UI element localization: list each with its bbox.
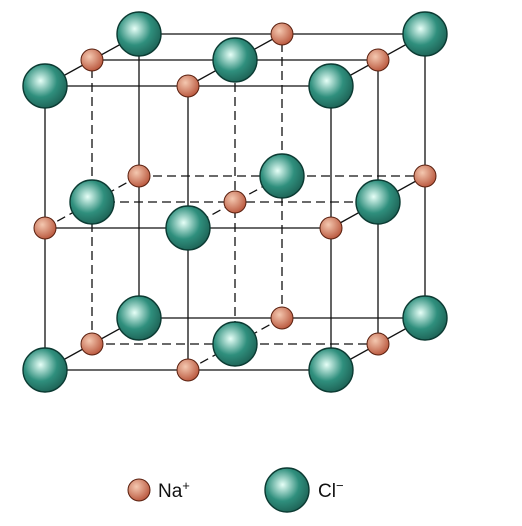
- cl-ion: [69, 179, 115, 225]
- cl-ion: [212, 321, 258, 367]
- legend-cl-ion-icon: [264, 467, 310, 513]
- legend-na-ion-icon: [127, 478, 151, 502]
- cl-ion: [212, 37, 258, 83]
- cl-ion: [402, 295, 448, 341]
- na-ion: [80, 48, 104, 72]
- na-ion: [33, 216, 57, 240]
- cl-ion: [116, 295, 162, 341]
- cl-ion: [116, 11, 162, 57]
- legend-na-label: Na+: [158, 478, 190, 502]
- lattice-ions: [22, 11, 448, 393]
- na-ion: [270, 22, 294, 46]
- na-ion: [366, 48, 390, 72]
- cl-ion: [165, 205, 211, 251]
- cl-ion: [22, 347, 68, 393]
- cl-ion: [355, 179, 401, 225]
- cl-ion: [22, 63, 68, 109]
- cl-ion: [402, 11, 448, 57]
- na-ion: [270, 306, 294, 330]
- na-ion: [80, 332, 104, 356]
- cl-ion: [259, 153, 305, 199]
- na-ion: [319, 216, 343, 240]
- na-ion: [176, 74, 200, 98]
- cl-ion: [308, 63, 354, 109]
- cl-ion: [308, 347, 354, 393]
- legend-cl-label: Cl−: [318, 478, 344, 502]
- lattice-edge-z: [187, 317, 283, 371]
- na-ion: [413, 164, 437, 188]
- lattice-edge-z: [44, 175, 140, 229]
- legend: Na+ Cl−: [127, 467, 344, 513]
- na-ion: [366, 332, 390, 356]
- na-ion: [127, 164, 151, 188]
- na-ion: [176, 358, 200, 382]
- na-ion: [223, 190, 247, 214]
